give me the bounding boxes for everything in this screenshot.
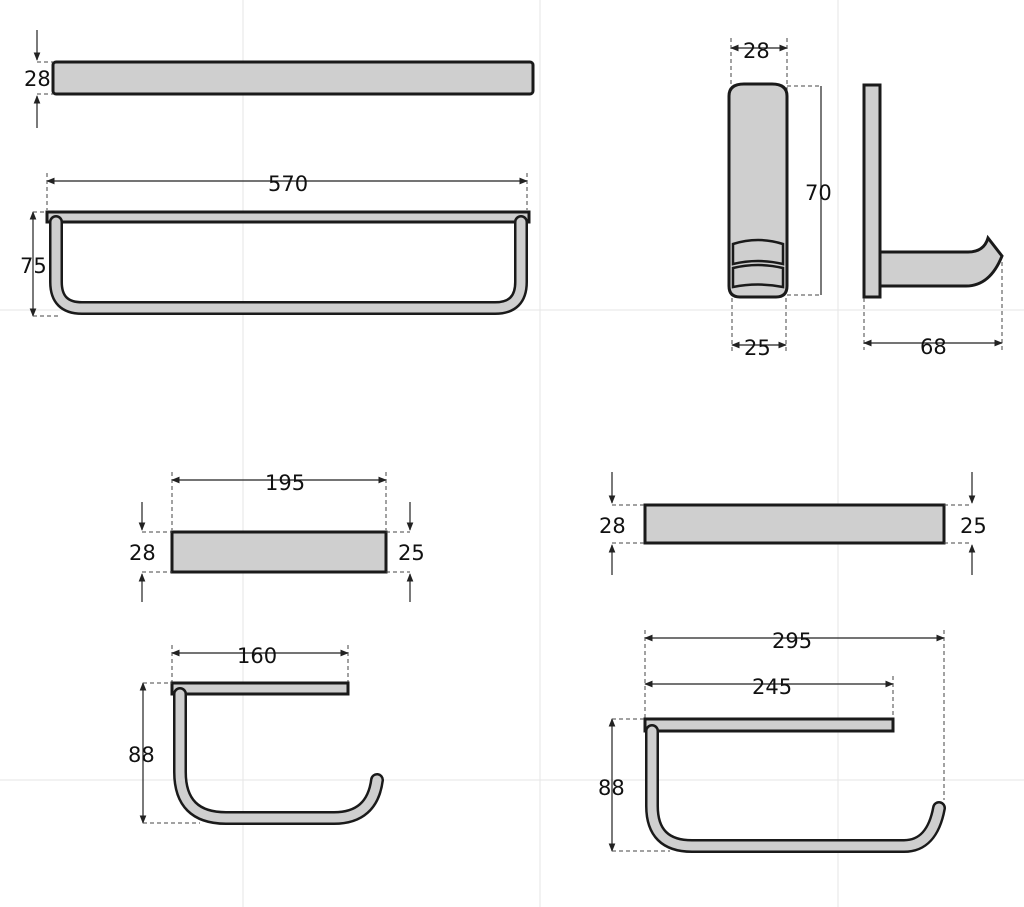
large-holder-arm-width-label: 245 bbox=[752, 675, 792, 699]
small-holder-depth-right-label: 25 bbox=[398, 541, 425, 565]
hook-projection-label: 68 bbox=[920, 335, 947, 359]
towel-bar-top-view: 28 bbox=[24, 30, 535, 128]
large-holder-depth-right-label: 25 bbox=[960, 514, 987, 538]
large-holder-height-label: 88 bbox=[598, 776, 625, 800]
small-holder-top-view: 195 28 25 bbox=[129, 471, 425, 602]
large-holder-top-view: 28 25 bbox=[599, 472, 987, 575]
hook-width-bottom-label: 25 bbox=[744, 336, 771, 360]
large-holder-front-view: 295 245 88 bbox=[598, 629, 946, 853]
large-holder-overall-width-label: 295 bbox=[772, 629, 812, 653]
robe-hook-front-view: 28 70 25 bbox=[727, 38, 832, 360]
small-holder-arm-width-label: 160 bbox=[237, 644, 277, 668]
towel-bar-depth-label: 28 bbox=[24, 67, 51, 91]
hook-width-top-label: 28 bbox=[743, 39, 770, 63]
hook-height-label: 70 bbox=[805, 181, 832, 205]
large-holder-depth-left-label: 28 bbox=[599, 514, 626, 538]
towel-bar-front-view: 570 75 bbox=[20, 172, 531, 317]
small-holder-height-label: 88 bbox=[128, 743, 155, 767]
towel-bar-height-label: 75 bbox=[20, 254, 47, 278]
small-holder-width-label: 195 bbox=[265, 471, 305, 495]
robe-hook-side-view: 68 bbox=[862, 83, 1004, 359]
small-holder-depth-left-label: 28 bbox=[129, 541, 156, 565]
small-holder-front-view: 160 88 bbox=[128, 644, 384, 825]
towel-bar-width-label: 570 bbox=[268, 172, 308, 196]
